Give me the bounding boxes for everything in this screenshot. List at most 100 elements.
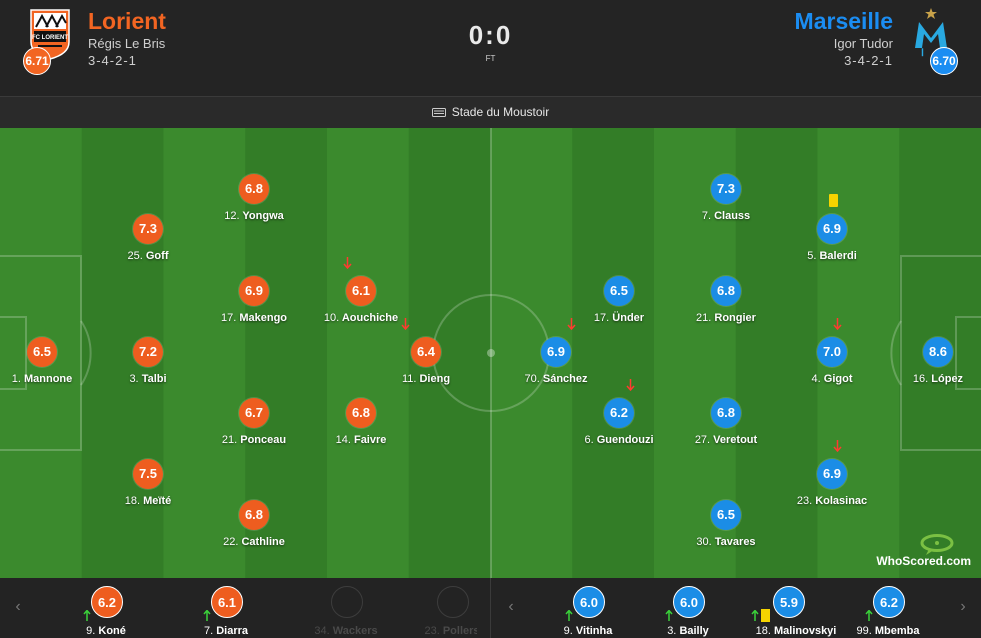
player-dieng[interactable]: 6.4 11. Dieng (371, 318, 481, 407)
player-rating: 6.8 (239, 174, 269, 204)
player-number: 18. (124, 495, 141, 507)
player-name: Talbi (141, 373, 167, 385)
arrow-down-icon (567, 318, 576, 330)
player-talbi[interactable]: 7.2 3. Talbi (93, 337, 203, 407)
player-name: Dieng (419, 373, 451, 385)
player-name: Yongwa (242, 210, 284, 222)
svg-text:FC LORIENT: FC LORIENT (32, 35, 68, 41)
stadium-icon (431, 108, 446, 117)
player-number: 16. (912, 373, 929, 385)
subs-divider (490, 578, 491, 638)
home-manager: Régis Le Bris (88, 36, 166, 51)
sub-kone[interactable]: 6.2 9. Koné (61, 586, 151, 638)
player-number: 9. (86, 625, 96, 637)
player-name: Ünder (612, 312, 645, 324)
player-rating: 6.8 (346, 398, 376, 428)
sub-malinovskyi[interactable]: 5.9 18. Malinovskyi (743, 586, 836, 638)
player-name: Ponceau (240, 434, 287, 446)
away-formation: 3-4-2-1 (844, 53, 893, 68)
player-name: Wackers (332, 625, 378, 637)
player-rating: 6.9 (541, 337, 571, 367)
player-name: Koné (98, 625, 126, 637)
player-lopez[interactable]: 8.6 16. López (883, 337, 981, 407)
away-team-rating: 6.70 (930, 47, 958, 75)
player-rating: 6.8 (711, 398, 741, 428)
player-number: 9. (563, 625, 573, 637)
player-rating: 8.6 (923, 337, 953, 367)
yellow-card-icon (761, 609, 770, 622)
match-score: 0:0 (468, 20, 513, 50)
chevron-left-icon[interactable]: ‹ (15, 598, 21, 615)
home-team-rating: 6.71 (23, 47, 51, 75)
player-number: 10. (323, 312, 340, 324)
arrow-up-icon (83, 610, 91, 621)
player-name: Rongier (714, 312, 756, 324)
player-rongier[interactable]: 6.8 21. Rongier (671, 276, 781, 346)
player-rating: 7.5 (133, 459, 163, 489)
player-rating (437, 586, 469, 618)
player-faivre[interactable]: 6.8 14. Faivre (306, 398, 416, 468)
player-number: 22. (223, 536, 239, 548)
sub-bailly[interactable]: 6.0 3. Bailly (643, 586, 733, 638)
player-yongwa[interactable]: 6.8 12. Yongwa (199, 174, 309, 244)
player-name: Mannone (23, 373, 73, 385)
substitutes-bar: ‹ ‹ › 6.2 9. Koné 6.1 7. Diarra 34. Wack… (0, 578, 981, 638)
player-number: 27. (694, 434, 711, 446)
sub-wackers[interactable]: 34. Wackers (301, 586, 391, 638)
marseille-crest-icon[interactable]: ꓲ (909, 8, 953, 60)
player-gigot[interactable]: 7.0 4. Gigot (777, 318, 887, 407)
whoscored-text: WhoScored.com (876, 554, 971, 568)
player-number: 3. (667, 625, 677, 637)
player-guendouzi[interactable]: 6.2 6. Guendouzi (564, 379, 674, 468)
player-ponceau[interactable]: 6.7 21. Ponceau (199, 398, 309, 468)
player-balerdi[interactable]: 6.9 5. Balerdi (777, 194, 887, 284)
arrow-down-icon (833, 440, 842, 452)
player-veretout[interactable]: 6.8 27. Veretout (671, 398, 781, 468)
sub-diarra[interactable]: 6.1 7. Diarra (181, 586, 271, 638)
player-number: 4. (811, 373, 821, 385)
arrow-up-icon (203, 610, 211, 621)
player-kolasinac[interactable]: 6.9 23. Kolasinac (777, 440, 887, 529)
player-clauss[interactable]: 7.3 7. Clauss (671, 174, 781, 244)
player-sanchez[interactable]: 6.9 70. Sánchez (501, 318, 611, 407)
away-team-name[interactable]: Marseille (794, 8, 893, 34)
player-rating: 6.2 (604, 398, 634, 428)
home-team-name[interactable]: Lorient (88, 8, 166, 34)
whoscored-bubble-icon (920, 534, 954, 555)
player-mannone[interactable]: 6.5 1. Mannone (0, 337, 97, 407)
player-rating: 6.0 (573, 586, 605, 618)
player-aouchiche[interactable]: 6.1 10. Aouchiche (306, 257, 416, 346)
whoscored-logo[interactable]: WhoScored.com (861, 534, 971, 568)
arrow-down-icon (833, 318, 842, 330)
sub-vitinha[interactable]: 6.0 9. Vitinha (543, 586, 633, 638)
player-name: Faivre (353, 434, 387, 446)
arrow-up-icon (751, 610, 759, 621)
pitch-stripe (572, 128, 655, 578)
player-makengo[interactable]: 6.9 17. Makengo (199, 276, 309, 346)
player-number: 21. (221, 434, 238, 446)
player-number: 17. (220, 312, 237, 324)
player-number: 3. (129, 373, 139, 385)
sub-mbemba[interactable]: 6.2 99. Mbemba (843, 586, 933, 638)
player-name: Cathline (241, 536, 285, 548)
arrow-down-icon (626, 379, 635, 391)
player-cathline[interactable]: 6.8 22. Cathline (199, 500, 309, 570)
chevron-right-icon[interactable]: › (960, 598, 966, 615)
chevron-left-icon[interactable]: ‹ (508, 598, 514, 615)
player-number: 7. (203, 625, 214, 637)
player-goff[interactable]: 7.3 25. Goff (93, 214, 203, 284)
player-number: 21. (696, 312, 712, 324)
match-status: FT (485, 54, 496, 63)
player-number: 30. (696, 536, 712, 548)
player-name: Bailly (679, 625, 709, 637)
player-under[interactable]: 6.5 17. Ünder (564, 276, 674, 346)
player-meite[interactable]: 7.5 18. Meïté (93, 459, 203, 529)
player-tavares[interactable]: 6.5 30. Tavares (671, 500, 781, 570)
player-number: 14. (335, 434, 351, 446)
player-number: 1. (11, 373, 21, 385)
player-rating: 7.0 (817, 337, 847, 367)
sub-pollersbeck[interactable]: 23. Pollers (407, 586, 477, 638)
pitch-stripe (327, 128, 410, 578)
arrow-down-icon (401, 318, 410, 330)
player-number: 7. (701, 210, 712, 222)
